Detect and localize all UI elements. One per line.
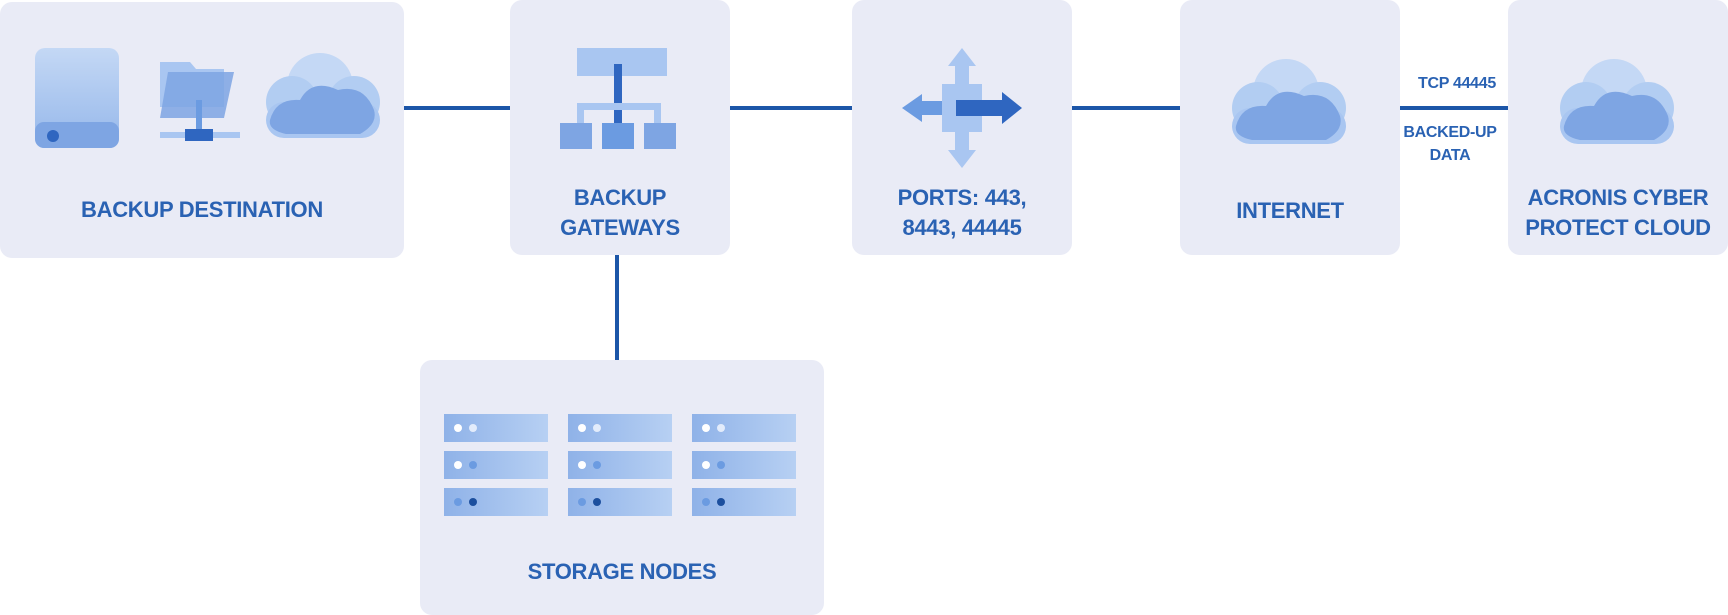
backup-gateways-label: BACKUP GATEWAYS bbox=[560, 185, 680, 240]
internet-label: INTERNET bbox=[1236, 198, 1344, 223]
node-backup-gateways: BACKUP GATEWAYS bbox=[510, 0, 730, 255]
node-backup-destination: BACKUP DESTINATION bbox=[0, 2, 404, 258]
cloud-icon bbox=[1560, 59, 1674, 144]
acronis-cloud-label: ACRONIS CYBER PROTECT CLOUD bbox=[1525, 185, 1711, 240]
connector-internet-cloud bbox=[1400, 106, 1508, 110]
cloud-icon bbox=[1232, 59, 1346, 144]
four-way-arrows-icon bbox=[902, 48, 1022, 168]
network-folder-icon bbox=[160, 62, 240, 141]
connector-destination-gateways bbox=[404, 106, 510, 110]
server-rack-icon bbox=[444, 414, 796, 516]
connector-gateways-storage bbox=[615, 253, 619, 361]
backup-destination-label: BACKUP DESTINATION bbox=[81, 197, 323, 222]
connector-gateways-ports bbox=[730, 106, 852, 110]
node-acronis-cyber-protect-cloud: ACRONIS CYBER PROTECT CLOUD bbox=[1508, 0, 1728, 255]
node-ports: PORTS: 443, 8443, 44445 bbox=[852, 0, 1072, 255]
hard-drive-icon bbox=[35, 48, 119, 148]
cloud-icon bbox=[266, 53, 380, 138]
ports-label: PORTS: 443, 8443, 44445 bbox=[897, 185, 1027, 240]
node-storage-nodes: STORAGE NODES bbox=[420, 360, 824, 615]
hierarchy-icon bbox=[560, 48, 676, 149]
tcp-port-label: TCP 44445 bbox=[1418, 75, 1496, 92]
storage-nodes-label: STORAGE NODES bbox=[527, 559, 717, 584]
node-internet: INTERNET bbox=[1180, 0, 1400, 255]
backed-up-data-label: BACKED-UP DATA bbox=[1403, 124, 1497, 164]
connector-ports-internet bbox=[1072, 106, 1180, 110]
